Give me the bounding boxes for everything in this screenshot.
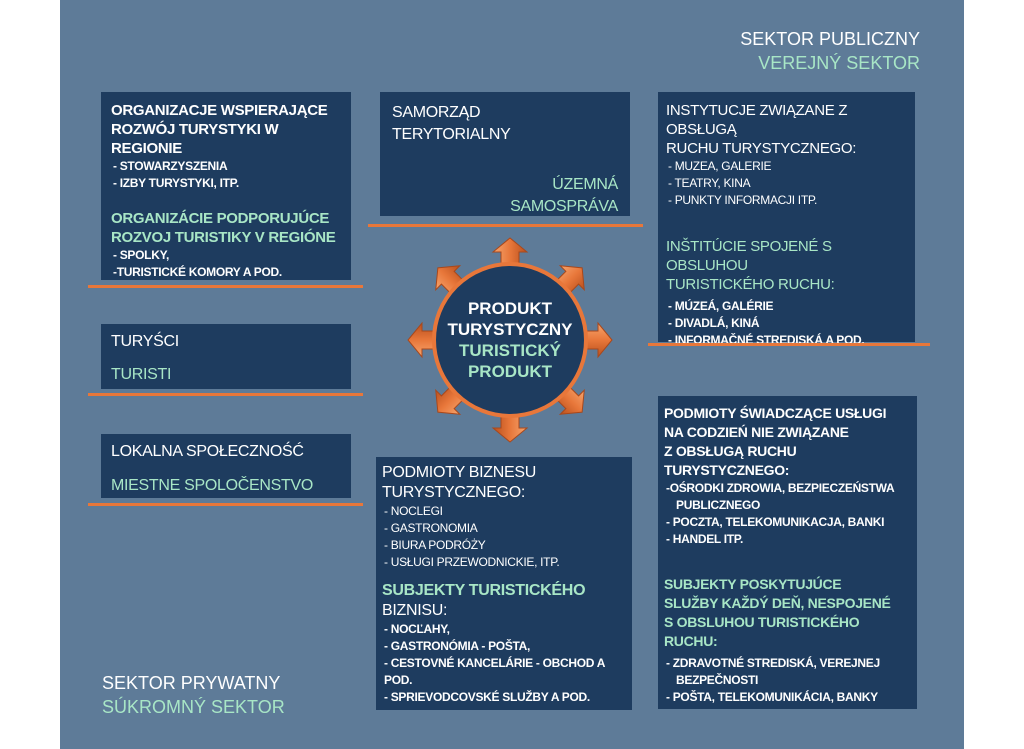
box-lokalna: LOKALNA SPOŁECZNOŚĆ MIESTNE SPOLOČENSTVO: [101, 434, 351, 498]
center-line-4: PRODUKT: [467, 362, 553, 381]
biznes-sk-item-2: - GASTRONÓMIA - POŠTA,: [384, 639, 531, 653]
samorzad-pl-line-1: SAMORZĄD: [392, 104, 481, 121]
organizacje-pl-item-2: - IZBY TURYSTYKI, ITP.: [113, 176, 239, 190]
podmioty-pl-item-1: -OŚRODKI ZDROWIA, BEZPIECZEŃSTWA: [666, 481, 895, 495]
organizacje-pl-line-1: ORGANIZACJE WSPIERAJĄCE: [111, 102, 328, 119]
private-sector-label: SEKTOR PRYWATNY SÚKROMNÝ SEKTOR: [102, 671, 322, 719]
turysci-underline: [88, 393, 363, 396]
samorzad-pl-line-2: TERYTORIALNY: [392, 126, 511, 143]
biznes-pl-item-4: - USŁUGI PRZEWODNICKIE, ITP.: [384, 555, 560, 569]
instytucje-pl-item-2: - TEATRY, KINA: [668, 176, 751, 190]
instytucje-pl-item-1: - MUZEA, GALERIE: [668, 159, 772, 173]
instytucje-pl-line-1: INSTYTUCJE ZWIĄZANE Z OBSŁUGĄ: [666, 102, 848, 138]
public-sector-label: SEKTOR PUBLICZNY VEREJNÝ SEKTOR: [720, 27, 920, 75]
biznes-sk-line-2: BIZNISU:: [382, 602, 448, 619]
instytucje-pl-item-3: - PUNKTY INFORMACJI ITP.: [668, 193, 818, 207]
biznes-pl-item-3: - BIURA PODRÓŻY: [384, 538, 486, 552]
private-sector-sk: SÚKROMNÝ SEKTOR: [102, 697, 285, 717]
podmioty-sk-line-3: S OBSLUHOU TURISTICKÉHO RUCHU:: [664, 614, 860, 649]
podmioty-pl-line-3: Z OBSŁUGĄ RUCHU TURYSTYCZNEGO:: [664, 443, 797, 478]
biznes-sk-line-1: SUBJEKTY TURISTICKÉHO: [382, 582, 586, 599]
center-line-1: PRODUKT: [467, 299, 553, 318]
podmioty-pl-item-2: PUBLICZNEGO: [676, 498, 761, 512]
lokalna-underline: [88, 503, 363, 506]
biznes-pl-line-2: TURYSTYCZNEGO:: [382, 484, 526, 501]
public-sector-pl: SEKTOR PUBLICZNY: [740, 29, 920, 49]
organizacje-underline: [88, 285, 363, 288]
turysci-sk: TURISTI: [111, 366, 172, 383]
biznes-pl-line-1: PODMIOTY BIZNESU: [382, 464, 537, 481]
samorzad-underline: [368, 224, 643, 227]
podmioty-pl-line-2: NA CODZIEŃ NIE ZWIĄZANE: [664, 424, 849, 440]
turysci-pl: TURYŚCI: [111, 333, 179, 350]
podmioty-sk-line-2: SLUŽBY KAŽDÝ DEŇ, NESPOJENÉ: [664, 595, 891, 611]
instytucje-sk-line-2: TURISTICKÉHO RUCHU:: [666, 276, 835, 293]
organizacje-pl-line-2: ROZWÓJ TURYSTYKI W REGIONIE: [111, 121, 279, 157]
lokalna-pl: LOKALNA SPOŁECZNOŚĆ: [111, 443, 304, 460]
public-sector-sk: VEREJNÝ SEKTOR: [758, 53, 920, 73]
organizacje-pl-item-1: - STOWARZYSZENIA: [113, 159, 228, 173]
biznes-sk-item-4: - SPRIEVODCOVSKÉ SLUŽBY A POD.: [384, 690, 590, 704]
box-turysci: TURYŚCI TURISTI: [101, 324, 351, 389]
box-samorzad: SAMORZĄD TERYTORIALNY ÚZEMNÁ SAMOSPRÁVA: [380, 92, 630, 216]
instytucje-sk-item-2: - DIVADLÁ, KINÁ: [668, 316, 760, 330]
organizacje-sk-line-1: ORGANIZÁCIE PODPORUJÚCE: [111, 210, 330, 227]
organizacje-sk-item-1: - SPOLKY,: [113, 248, 169, 262]
podmioty-sk-item-3: - POŠTA, TELEKOMUNIKÁCIA, BANKY: [666, 690, 878, 704]
samorzad-sk-line-2: SAMOSPRÁVA: [510, 198, 618, 215]
private-sector-pl: SEKTOR PRYWATNY: [102, 673, 281, 693]
center-line-3: TURISTICKÝ: [459, 341, 561, 360]
lokalna-sk: MIESTNE SPOLOČENSTVO: [111, 477, 314, 494]
biznes-pl-item-1: - NOCLEGI: [384, 504, 443, 518]
instytucje-underline: [648, 343, 930, 346]
organizacje-sk-item-2: -TURISTICKÉ KOMORY A POD.: [113, 265, 282, 279]
instytucje-sk-item-1: - MÚZEÁ, GALÉRIE: [668, 299, 774, 313]
box-instytucje: INSTYTUCJE ZWIĄZANE Z OBSŁUGĄ RUCHU TURY…: [658, 92, 915, 347]
center-line-2: TURYSTYCZNY: [447, 320, 573, 339]
center-circle: PRODUKT TURYSTYCZNY TURISTICKÝ PRODUKT: [432, 262, 588, 418]
box-podmioty: PODMIOTY ŚWIADCZĄCE USŁUGI NA CODZIEŃ NI…: [658, 396, 917, 709]
instytucje-pl-line-2: RUCHU TURYSTYCZNEGO:: [666, 140, 857, 157]
podmioty-pl-line-1: PODMIOTY ŚWIADCZĄCE USŁUGI: [664, 405, 887, 421]
podmioty-sk-item-2: BEZPEČNOSTI: [676, 673, 759, 687]
organizacje-sk-line-2: ROZVOJ TURISTIKY V REGIÓNE: [111, 229, 336, 246]
podmioty-sk-line-1: SUBJEKTY POSKYTUJÚCE: [664, 576, 842, 592]
samorzad-sk-line-1: ÚZEMNÁ: [552, 176, 618, 193]
biznes-pl-item-2: - GASTRONOMIA: [384, 521, 478, 535]
podmioty-sk-item-1: - ZDRAVOTNÉ STREDISKÁ, VEREJNEJ: [666, 656, 880, 670]
podmioty-pl-item-4: - HANDEL ITP.: [666, 532, 744, 546]
biznes-sk-item-1: - NOCĽAHY,: [384, 622, 450, 636]
instytucje-sk-line-1: INŠTITÚCIE SPOJENÉ S OBSLUHOU: [666, 238, 832, 274]
box-organizacje: ORGANIZACJE WSPIERAJĄCE ROZWÓJ TURYSTYKI…: [101, 92, 351, 280]
box-biznes: PODMIOTY BIZNESU TURYSTYCZNEGO: - NOCLEG…: [376, 457, 632, 710]
podmioty-pl-item-3: - POCZTA, TELEKOMUNIKACJA, BANKI: [666, 515, 885, 529]
biznes-sk-item-3: - CESTOVNÉ KANCELÁRIE - OBCHOD A POD.: [384, 656, 605, 687]
